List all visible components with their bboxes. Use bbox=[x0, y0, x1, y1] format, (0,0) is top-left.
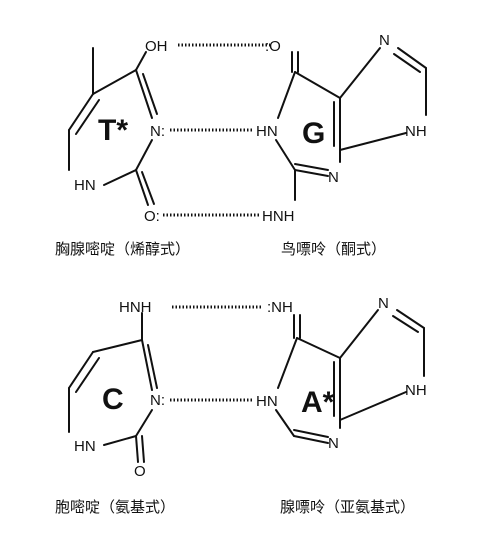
atom-label-hn: HN bbox=[74, 177, 96, 194]
thymine-enol-structure: OH N: HN O: T* bbox=[68, 38, 168, 225]
atom-label-nh: NH bbox=[405, 382, 427, 399]
atom-label-hn: HN bbox=[256, 123, 278, 140]
atom-label-hnh: HNH bbox=[262, 208, 295, 225]
atom-label-n: N: bbox=[150, 123, 165, 140]
guanine-keto-structure: :O N NH HN N HNH G bbox=[256, 32, 427, 225]
adenine-imino-structure: :NH N NH HN N A* bbox=[256, 295, 427, 452]
atom-label-o: :O bbox=[265, 38, 281, 55]
atom-label-n-low: N bbox=[328, 435, 339, 452]
pair-thymine-guanine: OH N: HN O: T* :O bbox=[55, 32, 427, 258]
pair-cytosine-adenine: HNH N: HN O C :NH N N bbox=[55, 295, 427, 516]
atom-label-hnh: HNH bbox=[119, 299, 152, 316]
base-letter-guanine: G bbox=[302, 117, 325, 150]
atom-label-n: N: bbox=[150, 392, 165, 409]
atom-label-hn: HN bbox=[256, 393, 278, 410]
caption-guanine-keto: 鸟嘌呤（酮式） bbox=[281, 240, 386, 258]
caption-cytosine-amino: 胞嘧啶（氨基式） bbox=[55, 498, 175, 516]
atom-label-hn: HN bbox=[74, 438, 96, 455]
base-letter-cytosine: C bbox=[102, 383, 124, 416]
base-letter-thymine: T* bbox=[98, 114, 128, 147]
caption-adenine-imino: 腺嘌呤（亚氨基式） bbox=[280, 498, 415, 516]
atom-label-n-top: N bbox=[379, 32, 390, 49]
atom-label-nh-amino: :NH bbox=[267, 299, 293, 316]
atom-label-n-low: N bbox=[328, 169, 339, 186]
atom-label-oh: OH bbox=[145, 38, 168, 55]
atom-label-n-top: N bbox=[378, 295, 389, 312]
cytosine-amino-structure: HNH N: HN O C bbox=[68, 299, 165, 480]
atom-label-o: O: bbox=[144, 208, 160, 225]
base-letter-adenine: A* bbox=[301, 386, 335, 419]
atom-label-o: O bbox=[134, 463, 146, 480]
atom-label-nh: NH bbox=[405, 123, 427, 140]
caption-thymine-enol: 胸腺嘧啶（烯醇式） bbox=[55, 240, 190, 258]
